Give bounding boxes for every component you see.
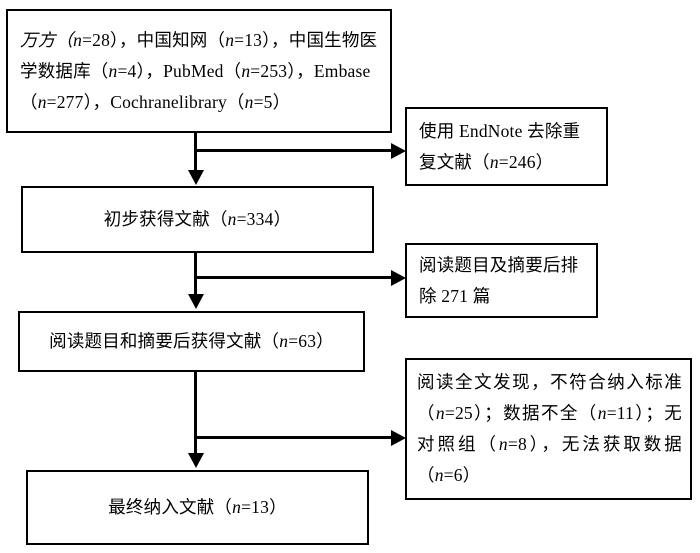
connector-initial-to-after-title-abstract-line — [194, 253, 197, 295]
connector-sources-to-deduplicate-line — [195, 149, 392, 152]
connector-initial-to-title-abstract-excluded-arrowhead — [391, 269, 406, 286]
connector-sources-to-initial-line — [194, 133, 197, 171]
connector-initial-to-after-title-abstract-arrowhead — [187, 294, 204, 309]
title-abstract-excluded-box: 阅读题目及摘要后排除 271 篇 — [405, 243, 598, 318]
initial-records-box: 初步获得文献（n=334） — [21, 186, 374, 253]
connector-after-title-abstract-to-included-arrowhead — [187, 453, 204, 468]
records-after-title-abstract-text: 阅读题目和摘要后获得文献（n=63） — [49, 331, 334, 351]
databases-searched-text: 万方（n=28），中国知网（n=13），中国生物医学数据库（n=4），PubMe… — [20, 29, 378, 112]
initial-records-text: 初步获得文献（n=334） — [103, 209, 292, 229]
title-abstract-excluded-text: 阅读题目及摘要后排除 271 篇 — [419, 254, 579, 306]
connector-sources-to-deduplicate-arrowhead — [391, 142, 406, 159]
connector-after-title-abstract-to-fulltext-excluded-arrowhead — [391, 429, 406, 446]
connector-after-title-abstract-to-included-line — [194, 372, 197, 454]
databases-searched-box: 万方（n=28），中国知网（n=13），中国生物医学数据库（n=4），PubMe… — [6, 9, 392, 133]
fulltext-excluded-box: 阅读全文发现，不符合纳入标准（n=25）；数据不全（n=11）；无对照组（n=8… — [405, 358, 692, 500]
fulltext-excluded-text: 阅读全文发现，不符合纳入标准（n=25）；数据不全（n=11）；无对照组（n=8… — [417, 372, 683, 485]
connector-initial-to-title-abstract-excluded-line — [195, 276, 392, 279]
final-included-studies-box: 最终纳入文献（n=13） — [26, 470, 369, 545]
endnote-duplicates-removed-text: 使用 EndNote 去除重复文献（n=246） — [419, 120, 581, 172]
connector-sources-to-initial-arrowhead — [187, 170, 204, 185]
final-included-studies-text: 最终纳入文献（n=13） — [108, 497, 287, 517]
endnote-duplicates-removed-box: 使用 EndNote 去除重复文献（n=246） — [405, 107, 608, 186]
connector-after-title-abstract-to-fulltext-excluded-line — [195, 436, 392, 439]
records-after-title-abstract-box: 阅读题目和摘要后获得文献（n=63） — [18, 311, 365, 372]
